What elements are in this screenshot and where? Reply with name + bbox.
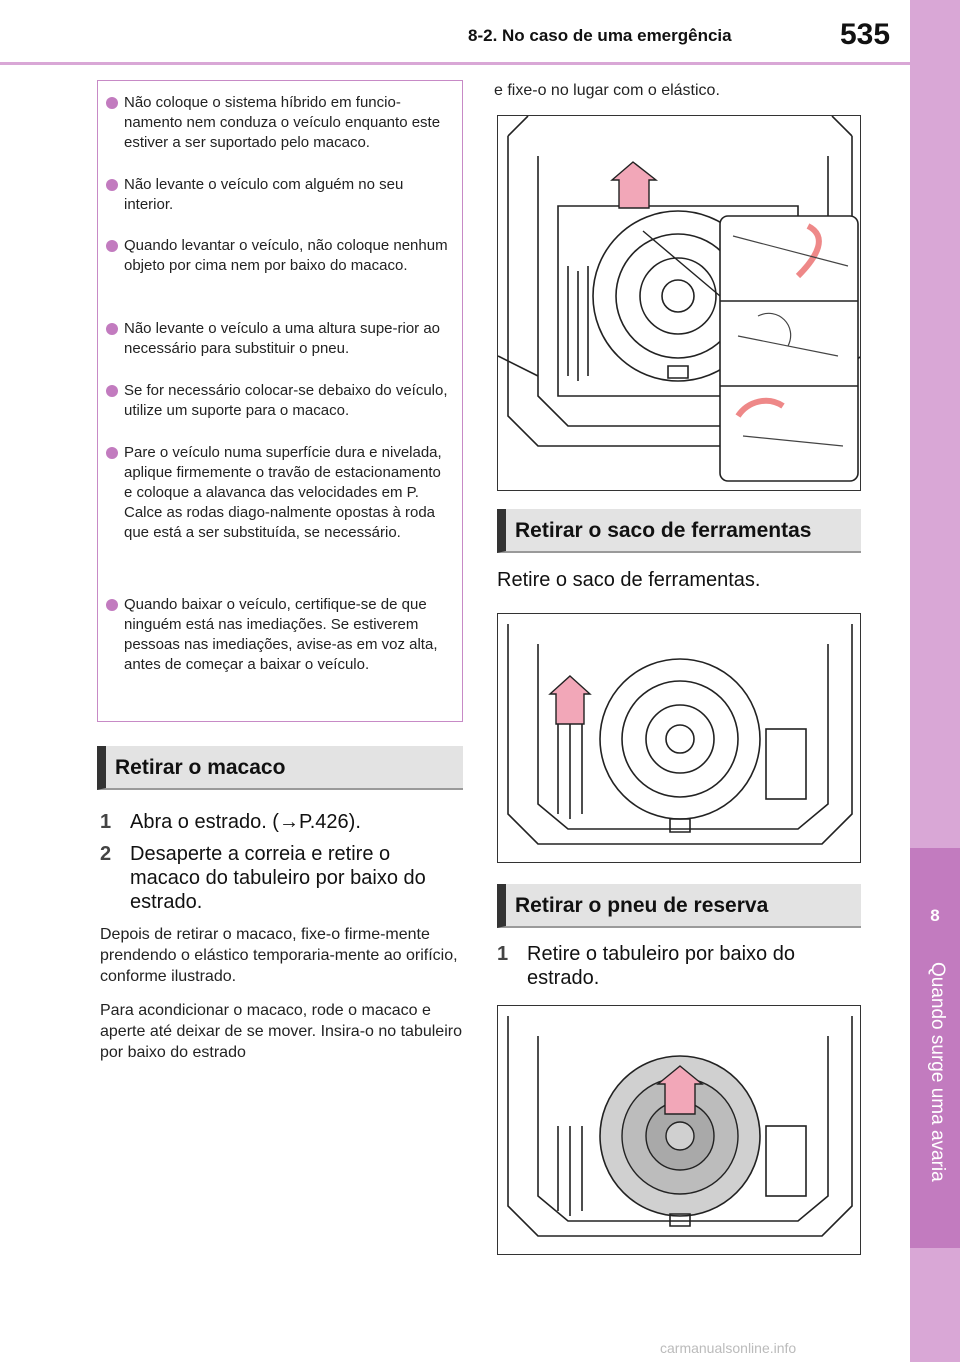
paragraph: Para acondicionar o macaco, rode o macac… xyxy=(100,1002,462,1061)
paragraph-continuation: e fixe-o no lugar com o elástico. xyxy=(494,82,720,99)
bullet-icon xyxy=(106,599,118,611)
step-text: Retire o tabuleiro por baixo do estrado. xyxy=(527,943,795,989)
step-number: 2 xyxy=(100,843,112,865)
warning-item: Não coloque o sistema híbrido em funcio-… xyxy=(104,93,450,153)
chapter-title: Quando surge uma avaria xyxy=(927,962,948,1182)
bullet-icon xyxy=(106,240,118,252)
figure-spare-tire xyxy=(497,1005,861,1255)
chapter-side-tab: 8 Quando surge uma avaria xyxy=(910,0,960,1362)
step-number: 1 xyxy=(497,943,509,965)
warning-item: Não levante o veículo com alguém no seu … xyxy=(104,175,450,215)
chapter-number: 8 xyxy=(930,906,940,925)
paragraph: Depois de retirar o macaco, fixe-o firme… xyxy=(100,926,458,985)
warning-item: Não levante o veículo a uma altura supe-… xyxy=(104,319,450,359)
chapter-tab-box xyxy=(910,848,960,1248)
warning-item: Quando levantar o veículo, não coloque n… xyxy=(104,236,450,276)
warning-item: Se for necessário colocar-se debaixo do … xyxy=(104,381,450,421)
bullet-icon xyxy=(106,323,118,335)
warning-item: Quando baixar o veículo, certifique-se d… xyxy=(104,595,450,675)
watermark: carmanualsonline.info xyxy=(660,1340,797,1356)
bullet-icon xyxy=(106,447,118,459)
page-number: 535 xyxy=(840,18,891,51)
bullet-icon xyxy=(106,97,118,109)
warning-item: Pare o veículo numa superfície dura e ni… xyxy=(104,443,450,543)
bullet-icon xyxy=(106,385,118,397)
section-title: 8-2. No caso de uma emergência xyxy=(468,26,732,45)
step-text: Abra o estrado. (→P.426). xyxy=(130,811,361,833)
section-heading-remove-jack: Retirar o macaco xyxy=(97,746,463,790)
bullet-icon xyxy=(106,179,118,191)
section-heading-remove-spare-tire: Retirar o pneu de reserva xyxy=(497,884,861,928)
section-heading-remove-tool-bag: Retirar o saco de ferramentas xyxy=(497,509,861,553)
step-text-remove-tool-bag: Retire o saco de ferramentas. xyxy=(497,569,761,591)
figure-jack-removal xyxy=(497,115,861,491)
step-text: Desaperte a correia e retire o macaco do… xyxy=(130,843,426,913)
figure-tool-bag xyxy=(497,613,861,863)
header-rule xyxy=(0,62,910,65)
warning-box: Não coloque o sistema híbrido em funcio-… xyxy=(97,80,463,722)
step-number: 1 xyxy=(100,811,112,833)
